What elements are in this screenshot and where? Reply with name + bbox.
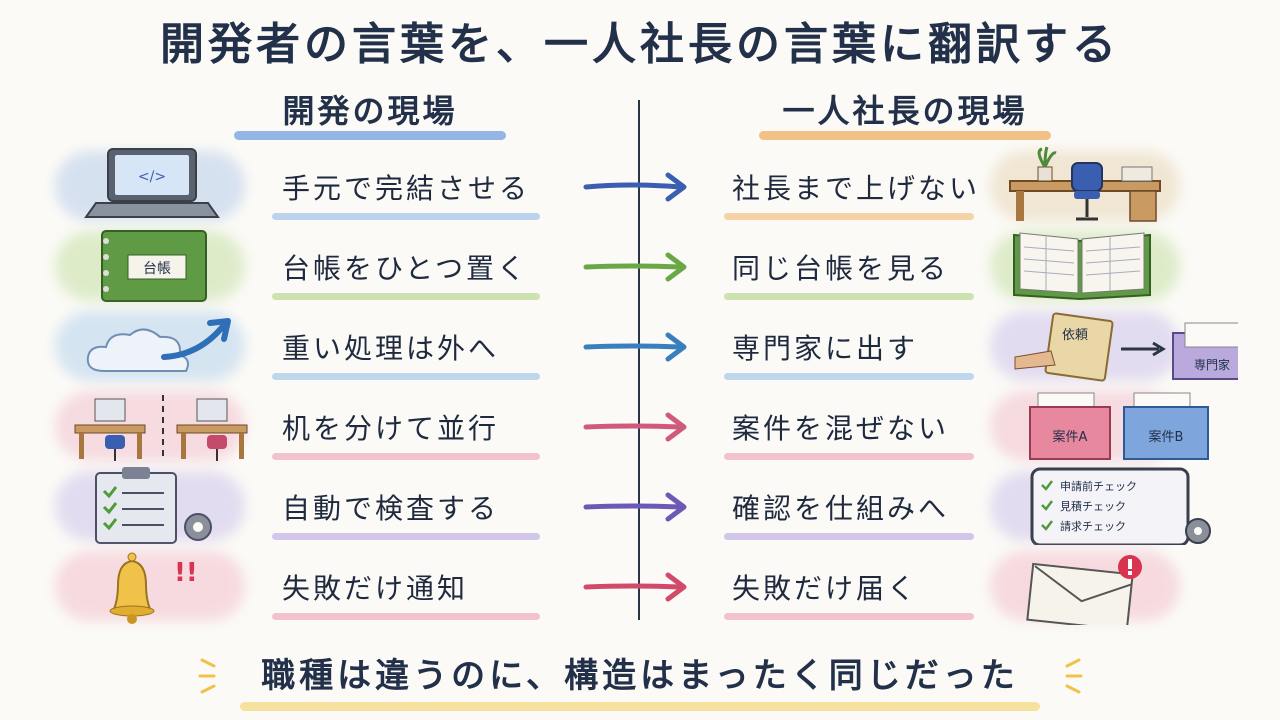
sparkle-right-icon — [1065, 658, 1083, 694]
right-column-heading: 一人社長の現場 — [759, 86, 1051, 140]
alert-marks: !! — [174, 558, 198, 588]
row-1-left-text: 手元で完結させる — [282, 172, 531, 205]
check-item-2: 見積チェック — [1060, 499, 1126, 513]
arrow-right-icon — [583, 252, 687, 282]
case-a-label: 案件A — [1053, 430, 1088, 445]
expert-label: 専門家 — [1194, 357, 1230, 372]
row-3: 重い処理は外へ 専門家に出す 依頼 専門家 — [0, 305, 1280, 385]
row-2-left-underline — [272, 293, 540, 300]
page-title: 開発者の言葉を、一人社長の言葉に翻訳する — [160, 19, 1120, 70]
row-5: 自動で検査する 確認を仕組みへ 申請前チェック 見積チェック 請求チェック — [0, 465, 1280, 545]
request-label: 依頼 — [1062, 328, 1088, 343]
row-2-right-underline — [724, 293, 974, 300]
case-boxes-icon: 案件A 案件B — [1029, 392, 1209, 460]
row-6: !! 失敗だけ通知 失敗だけ届く — [0, 545, 1280, 625]
two-desks-icon — [74, 395, 248, 461]
row-5-left-text: 自動で検査する — [282, 492, 500, 525]
ledger-label: 台帳 — [143, 261, 171, 277]
row-6-left-text: 失敗だけ通知 — [282, 572, 469, 605]
row-5-right-text: 確認を仕組みへ — [732, 492, 950, 525]
row-3-right-text: 専門家に出す — [732, 332, 919, 365]
footer-underline — [240, 702, 1040, 711]
sparkle-left-icon — [198, 658, 216, 694]
right-heading-text: 一人社長の現場 — [782, 92, 1028, 130]
laptop-icon: </> — [84, 148, 220, 218]
mail-alert-icon — [1026, 555, 1142, 625]
row-6-left-underline — [272, 613, 540, 620]
bell-alert-icon: !! — [109, 552, 198, 624]
row-6-right-text: 失敗だけ届く — [732, 572, 919, 605]
row-3-right-underline — [724, 373, 974, 380]
cloud-arrow-icon — [86, 318, 231, 372]
row-4-left-underline — [272, 453, 540, 460]
row-2: 台帳 台帳をひとつ置く 同じ台帳を見る — [0, 225, 1280, 305]
arrow-right-icon — [583, 572, 687, 602]
check-item-1: 申請前チェック — [1060, 479, 1137, 493]
row-4-right-text: 案件を混ぜない — [732, 412, 950, 445]
desk-chair-icon — [1009, 146, 1161, 222]
hand-off-icon: 依頼 専門家 — [1014, 312, 1238, 382]
left-heading-text: 開発の現場 — [282, 92, 458, 130]
check-item-3: 請求チェック — [1060, 519, 1126, 533]
row-6-right-underline — [724, 613, 974, 620]
svg-text:</>: </> — [138, 169, 166, 185]
row-4-right-underline — [724, 453, 974, 460]
row-4: 机を分けて並行 案件を混ぜない 案件A 案件B — [0, 385, 1280, 465]
row-5-left-underline — [272, 533, 540, 540]
center-divider — [638, 100, 640, 620]
row-1-right-text: 社長まで上げない — [732, 172, 981, 205]
right-heading-underline — [759, 131, 1051, 140]
arrow-right-icon — [583, 172, 687, 202]
check-tablet-icon: 申請前チェック 見積チェック 請求チェック — [1030, 467, 1211, 545]
footer-summary: 職種は違うのに、構造はまったく同じだった — [261, 656, 1019, 696]
case-b-label: 案件B — [1149, 430, 1184, 445]
row-4-left-text: 机を分けて並行 — [282, 412, 500, 445]
left-column-heading: 開発の現場 — [234, 86, 506, 140]
open-ledger-icon — [1013, 232, 1151, 301]
row-2-right-text: 同じ台帳を見る — [732, 252, 950, 285]
left-heading-underline — [234, 131, 506, 140]
arrow-right-icon — [583, 492, 687, 522]
row-3-left-underline — [272, 373, 540, 380]
row-2-left-text: 台帳をひとつ置く — [282, 252, 529, 285]
checklist-gear-icon — [95, 467, 212, 544]
arrow-right-icon — [583, 332, 687, 362]
row-5-right-underline — [724, 533, 974, 540]
row-1: </> 手元で完結させる 社長まで上げない — [0, 145, 1280, 225]
ledger-book-icon: 台帳 — [101, 230, 207, 302]
arrow-right-icon — [583, 412, 687, 442]
row-1-left-underline — [272, 213, 540, 220]
row-3-left-text: 重い処理は外へ — [282, 332, 500, 365]
row-1-right-underline — [724, 213, 974, 220]
